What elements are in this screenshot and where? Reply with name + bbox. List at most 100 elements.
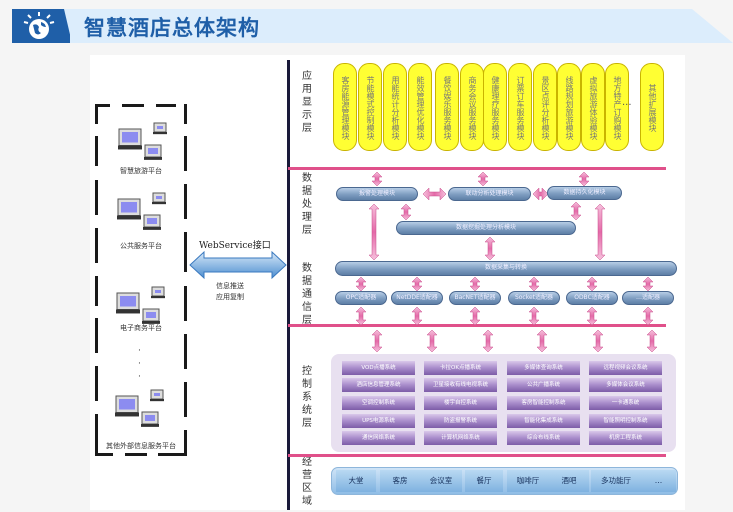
control-system: 客房智能控制系统 <box>507 396 580 410</box>
control-system: 通信网络系统 <box>342 431 415 445</box>
computer-icon <box>115 395 139 417</box>
more-platforms-ellipsis: ··· <box>138 346 141 382</box>
layer-label-char: 通 <box>302 289 312 300</box>
control-system: 防盗报警系统 <box>424 414 497 428</box>
business-area: 咖啡厅 <box>507 470 549 492</box>
control-system: 多媒体会议系统 <box>589 378 662 392</box>
control-system: 卫星接收有线电视系统 <box>424 378 497 392</box>
platform-label: 其他外部信息服务平台 <box>106 442 176 450</box>
adapter: BacNET适配器 <box>449 291 501 305</box>
control-system: 智能化集成系统 <box>507 414 580 428</box>
bidirectional-arrow <box>368 203 380 261</box>
bidirectional-arrow <box>426 329 438 353</box>
bidirectional-arrow <box>586 306 598 326</box>
layer-label-char: 层 <box>302 315 312 326</box>
business-area: 会议室 <box>420 470 462 492</box>
bidirectional-arrow <box>484 236 496 261</box>
app-module: 能效管理优化模块 <box>408 63 432 151</box>
control-system: UPS电源系统 <box>342 414 415 428</box>
bidirectional-arrow <box>592 329 604 353</box>
bidirectional-arrow <box>355 276 367 292</box>
module-linkage-analysis: 联动分析处理模块 <box>448 187 531 201</box>
computer-icon <box>118 128 142 150</box>
bidirectional-arrow <box>642 276 654 292</box>
layer-label-processing: 数据处理层 <box>300 172 314 237</box>
bidirectional-arrow <box>570 201 582 221</box>
module-alarm-processing: 报警处理模块 <box>336 187 418 201</box>
computer-icon <box>141 411 159 427</box>
control-system: 多媒体查询系统 <box>507 361 580 375</box>
bidirectional-arrow <box>642 306 654 326</box>
bidirectional-arrow <box>594 203 606 261</box>
app-module: 订票订车服务模块 <box>508 63 532 151</box>
computer-icon <box>152 192 166 205</box>
bidirectional-arrow <box>411 276 423 292</box>
bidirectional-arrow <box>371 329 383 353</box>
business-area: 大堂 <box>336 470 376 492</box>
bidirectional-arrow <box>536 329 548 353</box>
webservice-interface-label: WebService接口 <box>199 241 271 251</box>
layer-label-char: 统 <box>302 405 312 416</box>
page-title: 智慧酒店总体架构 <box>84 16 260 40</box>
layer-label-char: 层 <box>302 225 312 236</box>
data-collection-bus: 数据采集与转换 <box>335 261 677 276</box>
computer-icon <box>151 286 165 299</box>
bidirectional-arrow <box>422 187 447 201</box>
layer-label-char: 控 <box>302 366 312 377</box>
business-area: 客房 <box>380 470 420 492</box>
app-module: 节能模式控制模块 <box>358 63 382 151</box>
bidirectional-arrow <box>355 306 367 326</box>
layer-label-char: 示 <box>302 110 312 121</box>
app-module: 商务会议服务模块 <box>460 63 484 151</box>
modules-ellipsis: ··· <box>622 100 632 111</box>
bidirectional-arrow <box>578 171 590 187</box>
layer-label-business: 经营区域 <box>300 456 314 508</box>
layer-label-char: 处 <box>302 199 312 210</box>
bidirectional-arrow <box>528 306 540 326</box>
app-module: 餐饮娱乐服务模块 <box>435 63 459 151</box>
control-system: 酒店信息管理系统 <box>342 378 415 392</box>
module-data-mining: 数据挖掘处理分析模块 <box>396 221 576 235</box>
layer-label-char: 经 <box>302 457 312 468</box>
bidirectional-arrow <box>411 306 423 326</box>
control-system: 空调控制系统 <box>342 396 415 410</box>
layer-label-char: 数 <box>302 263 312 274</box>
layer-label-char: 信 <box>302 302 312 313</box>
bidirectional-arrow <box>477 171 489 187</box>
computer-icon <box>117 198 141 220</box>
bidirectional-arrow <box>528 276 540 292</box>
layer-label-char: 显 <box>302 97 312 108</box>
bidirectional-arrow <box>469 276 481 292</box>
layer-label-char: 理 <box>302 212 312 223</box>
layer-label-control: 控制系统层 <box>300 365 314 430</box>
app-module: 线路规划旅游模块 <box>557 63 581 151</box>
layer-label-char: 制 <box>302 379 312 390</box>
control-system: 公共广播系统 <box>507 378 580 392</box>
adapter: NetDDE适配器 <box>391 291 443 305</box>
platform-label: 公共服务平台 <box>120 242 162 250</box>
bidirectional-arrow <box>482 329 494 353</box>
layer-label-char: 层 <box>302 418 312 429</box>
page-header: 智慧酒店总体架构 <box>12 9 733 43</box>
layer-divider <box>288 167 666 170</box>
app-module: 用能统计分析模块 <box>383 63 407 151</box>
app-module: 虚拟旅游体验模块 <box>581 63 605 151</box>
layer-label-char: 用 <box>302 84 312 95</box>
layer-label-char: 系 <box>302 392 312 403</box>
business-area: … <box>641 470 676 492</box>
layer-label-char: 据 <box>302 276 312 287</box>
computer-icon <box>142 308 160 324</box>
control-system: 远程视频会议系统 <box>589 361 662 375</box>
bidirectional-arrow <box>646 329 658 353</box>
control-system: 机房工程系统 <box>589 431 662 445</box>
adapter: ODBC适配器 <box>566 291 618 305</box>
bidirectional-arrow <box>400 203 412 221</box>
control-system: 卡拉OK点播系统 <box>424 361 497 375</box>
app-module: 地方特产订购模块 <box>605 63 629 151</box>
control-system: 楼宇自控系统 <box>424 396 497 410</box>
header-icon-block <box>12 9 70 43</box>
control-system: VOD点播系统 <box>342 361 415 375</box>
app-module: 健康理疗服务模块 <box>483 63 507 151</box>
control-system: 智能照明控制系统 <box>589 414 662 428</box>
